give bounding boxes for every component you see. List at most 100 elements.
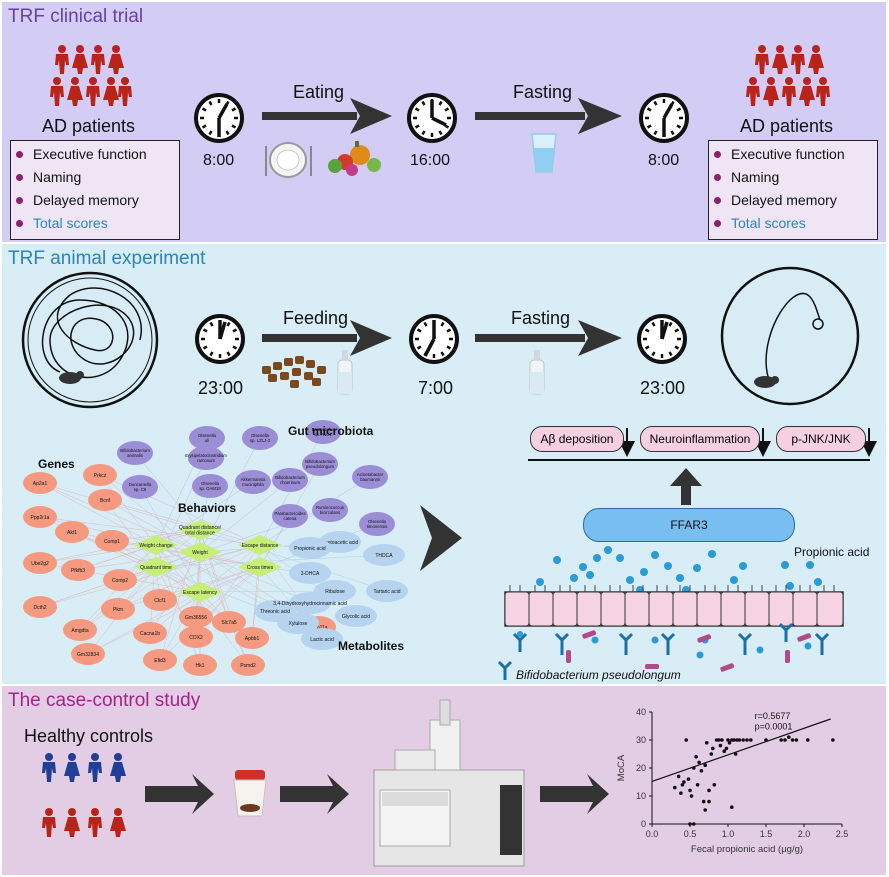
flow-arrow [280, 774, 349, 814]
bacteria-icons [497, 622, 830, 680]
correlation-r: r=0.5677 [755, 711, 791, 721]
cluster-label: Genes [38, 457, 75, 471]
network-node-label: Pfkfb3 [71, 568, 85, 574]
maze-pool-right [720, 266, 860, 406]
outcomes-box-before: Executive function Naming Delayed memory… [10, 140, 180, 240]
x-tick-label: 2.5 [836, 829, 849, 839]
scatter-point [779, 738, 783, 742]
network-node-label: COX2 [189, 635, 203, 641]
scatter-point [726, 738, 730, 742]
scatter-point [717, 738, 721, 742]
flow-arrow [540, 774, 609, 814]
scatter-point [676, 774, 681, 779]
network-node-label: Tartaric acid [374, 589, 401, 595]
scatter-point [692, 766, 696, 770]
network-node-label: Ap2a1 [33, 481, 48, 487]
network-node-label: Efid3 [154, 658, 166, 664]
eating-label: Eating [293, 82, 345, 102]
network-node-label: Gm32834 [77, 652, 99, 658]
network-node-label: Propionic acid [294, 546, 326, 552]
plate-icon [265, 142, 312, 178]
gene-node: Hk1 [183, 654, 217, 676]
gene-node: Cacna1b [133, 622, 167, 644]
network-node-label: Slc7a5 [221, 620, 237, 626]
outcome-item: Naming [709, 166, 877, 189]
gene-node: Ap2a1 [23, 472, 57, 494]
network-node-label: 3-DHCA [301, 571, 320, 577]
gene-node: COX2 [179, 626, 213, 648]
gene-node: Amgdta [63, 619, 97, 641]
scatter-point [806, 738, 810, 742]
cluster-label: Metabolites [338, 639, 404, 653]
y-tick-label: 40 [636, 707, 646, 717]
gene-node: Prkcz [83, 464, 117, 486]
network-node-label: Comp2 [112, 578, 128, 584]
correlation-p: p=0.0001 [755, 721, 793, 731]
fasting-arrow [475, 98, 622, 134]
scatter-point [704, 741, 709, 745]
network-node-label: Escape latency [183, 590, 217, 596]
scatter-point [707, 799, 711, 804]
regression-line [651, 718, 831, 783]
fasting-label: Fasting [511, 308, 571, 328]
metabolite-node: Tartaric acid [366, 580, 408, 602]
time-label: 8:00 [203, 152, 235, 169]
behavior-node: Quadrant time [134, 557, 178, 577]
gene-node: Ppp2r1a [23, 506, 57, 528]
network-node-label: Gm36556 [185, 615, 207, 621]
bacterium-label: Bifidobacterium pseudolongum [516, 668, 681, 682]
behavior-node: Escape distance [238, 535, 282, 555]
gene-node: Efid3 [143, 649, 177, 671]
scatter-point [695, 783, 700, 787]
bacterium-legend-icon [497, 660, 513, 680]
feeding-arrow [262, 320, 392, 356]
network-node-label: Akt1 [67, 530, 77, 536]
behavior-node: Escape latency [178, 582, 222, 602]
feeding-label: Feeding [283, 308, 349, 328]
network-node-label: Lactic acid [310, 637, 334, 643]
metabolite-node: Xylulose [277, 612, 319, 634]
behavior-node: Quadrant distance/total distance [178, 520, 222, 540]
scatter-point [688, 788, 692, 793]
scatter-point [724, 746, 729, 751]
gene-node: Gm36556 [179, 606, 213, 628]
water-glass-icon [531, 133, 557, 173]
cluster-label: Gut microbiota [288, 424, 374, 438]
eating-arrow [262, 98, 392, 134]
x-tick-label: 1.0 [722, 829, 735, 839]
network-node-label: Quadrant time [140, 565, 172, 571]
scatter-point [688, 822, 692, 826]
y-tick-label: 10 [636, 791, 646, 801]
metabolite-node: THDCA [363, 544, 405, 566]
outcome-item: Total scores [709, 212, 877, 235]
effect-abeta: Aβ deposition [530, 426, 624, 452]
scatter-point [701, 799, 706, 804]
x-axis-label: Fecal propionic acid (μg/g) [691, 844, 803, 855]
gene-node: Apbb1 [235, 627, 269, 649]
outcome-item: Naming [11, 166, 179, 189]
network-node-label: Ube2g2 [31, 561, 49, 567]
scatter-point [697, 760, 701, 765]
patients-left-icon [50, 45, 132, 106]
gene-node: Dcth2 [23, 596, 57, 618]
fasting-label: Fasting [513, 82, 573, 102]
multiomics-network: Ap2a1PrkczBcnfPpp2r1aAkt1Comp1Ube2g2Pfkf… [23, 420, 408, 676]
ffar3-receptor: FFAR3 [583, 508, 795, 542]
scatter-point [680, 783, 685, 787]
network-node-label: Pkm [113, 607, 123, 613]
outcome-item: Delayed memory [11, 189, 179, 212]
network-node-label: Rab11a [310, 625, 327, 631]
maze-pool-left [21, 271, 159, 409]
